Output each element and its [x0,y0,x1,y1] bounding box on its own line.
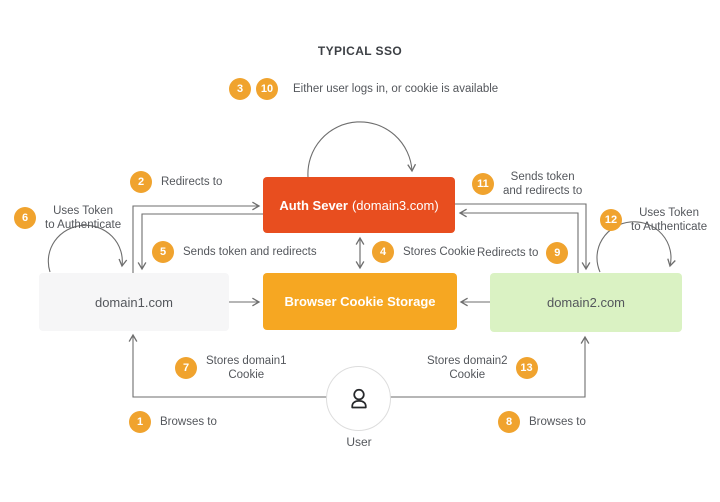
domain2-box: domain2.com [490,273,682,332]
step-9-badge: 9 [546,242,569,264]
auth-server-name: Auth Sever [279,197,348,213]
edge-user-to-domain2 [388,335,590,398]
domain2-label: domain2.com [546,295,626,310]
step-6-label: Uses Token to Authenticate [45,205,122,232]
step-3-10-label: Either user logs in, or cookie is availa… [293,82,499,95]
browser-cookie-storage-box: Browser Cookie Storage [263,273,457,330]
step-5-label: Sends token and redirects [183,245,317,258]
step-1-annotation: 1 Browses to [129,411,217,433]
step-12-annotation: 12 Uses Token to Authenticate [600,206,707,235]
browser-cookie-storage-label: Browser Cookie Storage [284,294,436,309]
loop-domain2 [596,221,676,273]
step-6-annotation: 6 Uses Token to Authenticate [14,204,121,233]
step-4-label: Stores Cookie [403,245,476,258]
step-11-badge: 11 [472,173,494,196]
step-9-annotation: Redirects to 9 [477,242,569,264]
step-3-10-annotation: 3 10 Either user logs in, or cookie is a… [229,78,498,100]
step-12-badge: 12 [600,209,622,232]
step-6-badge: 6 [14,207,36,230]
step-2-annotation: 2 Redirects to [130,171,222,193]
user-icon [350,388,367,408]
step-4-badge: 4 [372,241,394,263]
step-13-annotation: Stores domain2 Cookie 13 [427,354,538,383]
step-1-label: Browses to [160,415,217,428]
domain1-box: domain1.com [39,273,229,331]
step-8-annotation: 8 Browses to [498,411,586,433]
auth-server-box: Auth Sever (domain3.com) [263,177,455,233]
diagram-title: TYPICAL SSO [317,44,403,58]
domain1-label: domain1.com [94,294,174,310]
step-7-badge: 7 [175,357,197,380]
step-2-label: Redirects to [161,175,223,188]
step-13-label: Stores domain2 Cookie [427,355,508,382]
step-8-badge: 8 [498,411,520,433]
edge-user-to-domain1 [128,333,330,398]
step-12-label: Uses Token to Authenticate [631,207,708,234]
step-9-label: Redirects to [477,246,539,259]
step-3-badge: 3 [229,78,251,100]
loop-auth [307,121,417,178]
step-8-label: Browses to [529,415,586,428]
user-label: User [346,435,372,449]
step-7-annotation: 7 Stores domain1 Cookie [175,354,287,383]
step-11-annotation: 11 Sends token and redirects to [472,170,582,199]
loop-domain1 [47,224,128,273]
edge-auth-to-domain2 [455,203,591,271]
edge-auth-to-domain1 [137,213,263,271]
step-7-label: Stores domain1 Cookie [206,355,287,382]
step-1-badge: 1 [129,411,151,433]
step-11-label: Sends token and redirects to [503,171,583,198]
step-4-annotation: 4 Stores Cookie [372,241,475,263]
step-10-badge: 10 [256,78,278,100]
step-5-badge: 5 [152,241,174,263]
step-2-badge: 2 [130,171,152,193]
step-13-badge: 13 [515,357,538,380]
edge-domain1-to-auth [132,201,261,273]
auth-server-domain: (domain3.com) [351,197,439,213]
step-5-annotation: 5 Sends token and redirects [152,241,317,263]
user-node [326,366,391,431]
edge-domain2-to-auth [458,208,579,273]
